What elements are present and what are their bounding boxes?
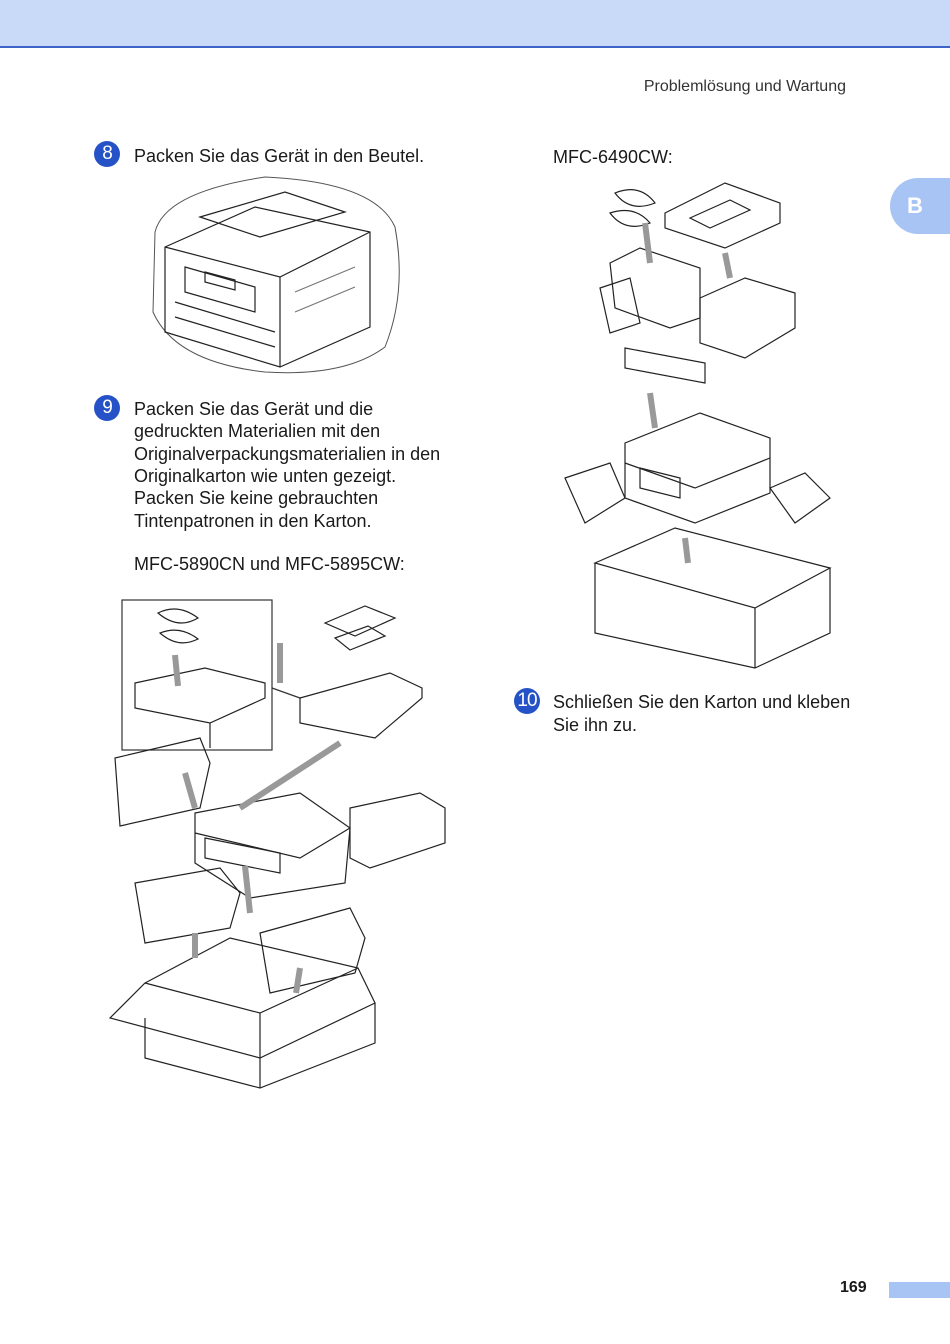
- page-number: 169: [840, 1279, 867, 1296]
- packing-diagram-mfc6490: [555, 178, 835, 673]
- step-8-badge: 8: [94, 141, 120, 167]
- step-9-line-6: Tintenpatronen in den Karton.: [134, 511, 372, 531]
- footer-bar: [889, 1282, 950, 1298]
- packing-diagram-mfc5890: [100, 598, 460, 1093]
- chapter-tab-letter: B: [907, 193, 923, 218]
- step-10-line-1: Schließen Sie den Karton und kleben: [553, 692, 851, 712]
- step-9-line-2: gedruckten Materialien mit den: [134, 421, 381, 441]
- model-label-right: MFC-6490CW:: [553, 147, 673, 167]
- step-9-line-1: Packen Sie das Gerät und die: [134, 399, 374, 419]
- step-9-line-5: Packen Sie keine gebrauchten: [134, 488, 379, 508]
- step-10-line-2: Sie ihn zu.: [553, 715, 638, 735]
- header-band: [0, 0, 950, 48]
- step-9-badge: 9: [94, 395, 120, 421]
- step-8-text: Packen Sie das Gerät in den Beutel.: [134, 146, 425, 166]
- running-title: Problemlösung und Wartung: [643, 78, 846, 95]
- printer-in-bag-illustration: [145, 172, 410, 382]
- step-10-badge: 10: [514, 688, 540, 714]
- step-9-line-4: Originalkarton wie unten gezeigt.: [134, 466, 397, 486]
- model-label-left: MFC-5890CN und MFC-5895CW:: [134, 554, 405, 574]
- step-9-line-3: Originalverpackungsmaterialien in den: [134, 444, 441, 464]
- chapter-tab[interactable]: B: [890, 178, 950, 234]
